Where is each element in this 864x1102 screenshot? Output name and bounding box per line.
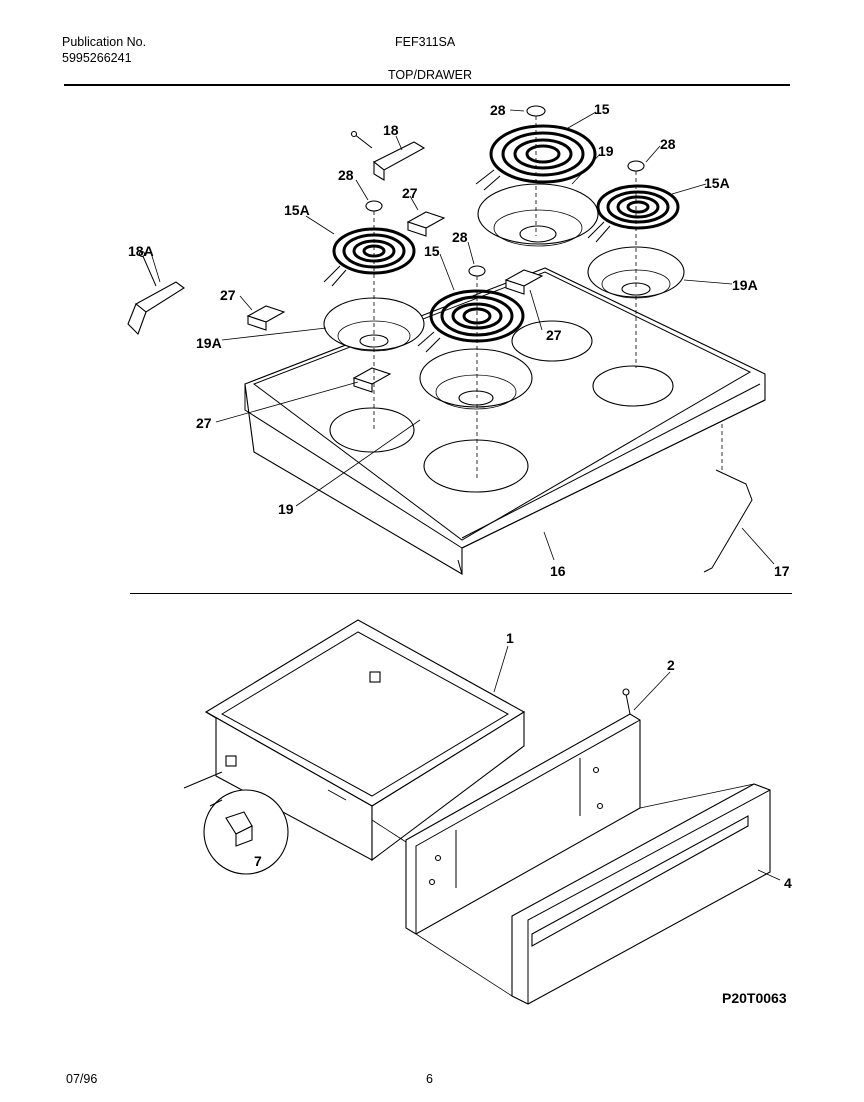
callout-17: 17 [774,563,790,579]
callout-1: 1 [506,630,514,646]
drip-bowl-19-front [419,348,533,410]
bracket-18 [350,130,426,181]
callout-2: 2 [667,657,675,673]
alignment-lines-drawer [371,783,755,997]
surface-element-15a-right [587,184,680,243]
publication-label: Publication No. [62,35,147,49]
callout-15a: 15A [284,202,310,218]
callout-27: 27 [402,185,418,201]
support-rod-17 [703,469,753,573]
callout-19: 19 [278,501,294,517]
callout-28: 28 [660,136,676,152]
callout-27: 27 [220,287,236,303]
surface-element-15a-left [323,227,416,287]
alignment-lines-top [373,116,723,478]
callout-27: 27 [546,327,562,343]
callout-19a: 19A [196,335,222,351]
callout-15: 15 [424,243,440,259]
section-divider [130,593,792,594]
publication-number: 5995266241 [62,51,132,65]
section-title: TOP/DRAWER [388,68,473,82]
drawer-panel-4 [511,783,771,1005]
surface-element-15-rear [475,124,597,191]
callout-19: 19 [598,143,614,159]
model-number: FEF311SA [395,35,456,49]
drawer-body-1 [204,619,526,862]
callout-15: 15 [594,101,610,117]
detail-circle-7 [183,771,289,875]
callout-18: 18 [383,122,399,138]
bracket-18a [127,250,185,335]
callout-28: 28 [490,102,506,118]
callout-16: 16 [550,563,566,579]
callout-27: 27 [196,415,212,431]
callout-7: 7 [254,853,262,869]
callout-4: 4 [784,875,792,891]
leader-lines [151,109,781,881]
drip-bowl-19-rear [477,183,599,247]
page-number: 6 [426,1072,433,1086]
callout-19a: 19A [732,277,758,293]
callout-18a: 18A [128,243,154,259]
callout-15a: 15A [704,175,730,191]
receptacle-27-set [246,211,544,393]
callout-28: 28 [452,229,468,245]
trim-ring-28-set [365,105,645,277]
cooktop-panel [244,267,766,575]
callout-28: 28 [338,167,354,183]
drawing-code: P20T0063 [722,990,787,1006]
header-rule [64,84,790,86]
footer-date: 07/96 [66,1072,98,1086]
